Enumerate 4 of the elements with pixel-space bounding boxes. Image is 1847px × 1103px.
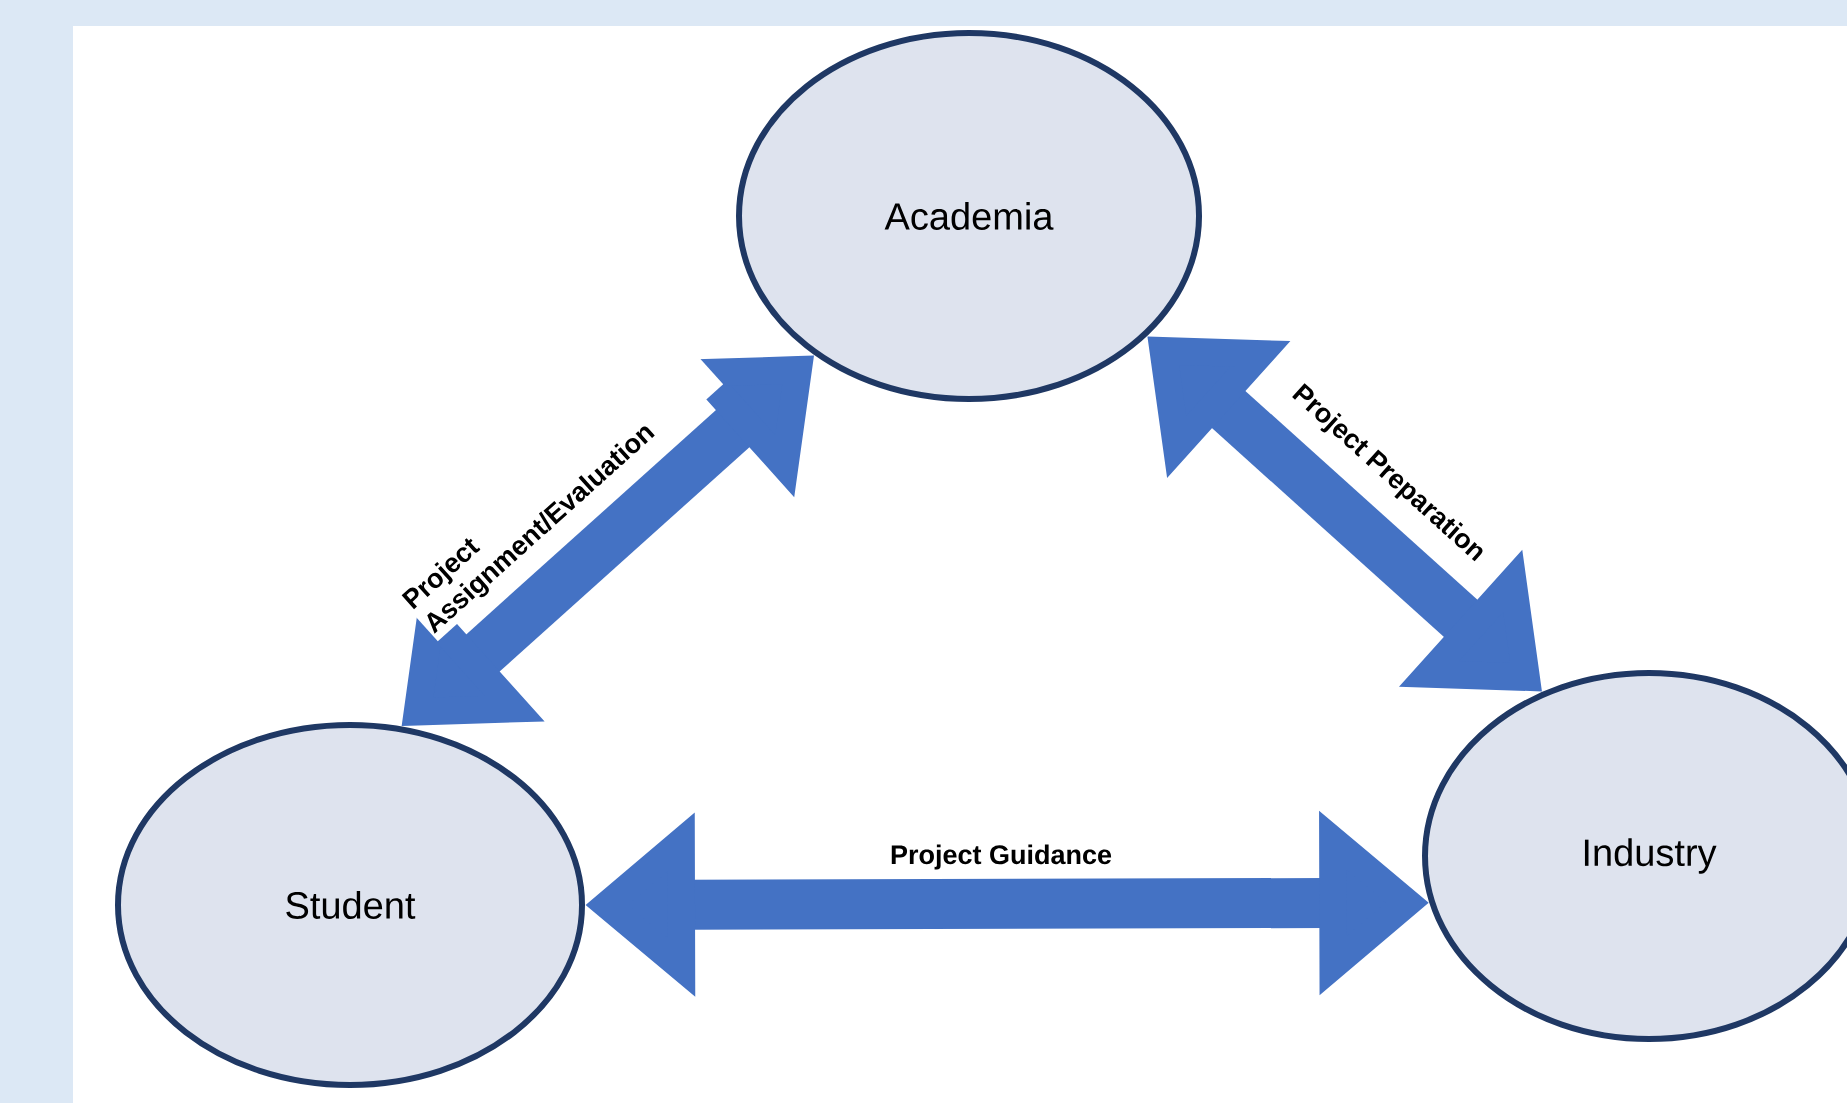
oval: Academia bbox=[736, 30, 1202, 402]
edge-label: Project Guidance bbox=[888, 842, 1115, 872]
oval: Student bbox=[115, 722, 585, 1088]
oval: Industry bbox=[1422, 670, 1847, 1042]
